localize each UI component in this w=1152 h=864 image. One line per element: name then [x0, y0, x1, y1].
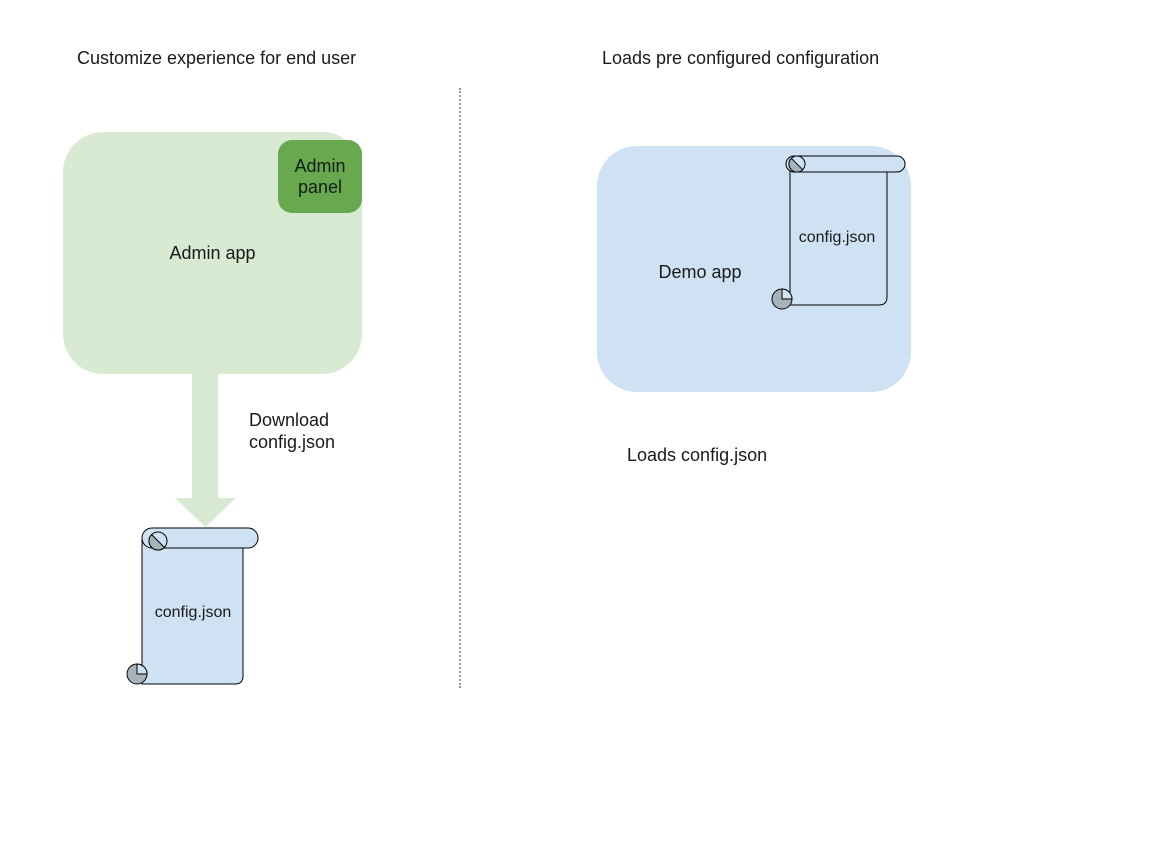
down-arrow-icon [175, 373, 236, 527]
admin-app-label: Admin app [169, 242, 256, 263]
demo-app-label: Demo app [658, 262, 742, 282]
config-file-label-left: config.json [154, 604, 232, 621]
download-config-label: Download config.json [249, 410, 336, 452]
section-divider [459, 88, 461, 688]
right-section-title: Loads pre configured configuration [602, 48, 880, 68]
admin-panel-label: Admin panel [294, 155, 346, 197]
loads-config-label: Loads config.json [627, 445, 768, 465]
config-scroll-icon [771, 155, 906, 310]
config-file-label-right: config.json [798, 229, 876, 246]
config-scroll-icon [126, 527, 259, 685]
left-section-title: Customize experience for end user [77, 48, 357, 68]
admin-panel-box: Admin panel [278, 140, 362, 213]
